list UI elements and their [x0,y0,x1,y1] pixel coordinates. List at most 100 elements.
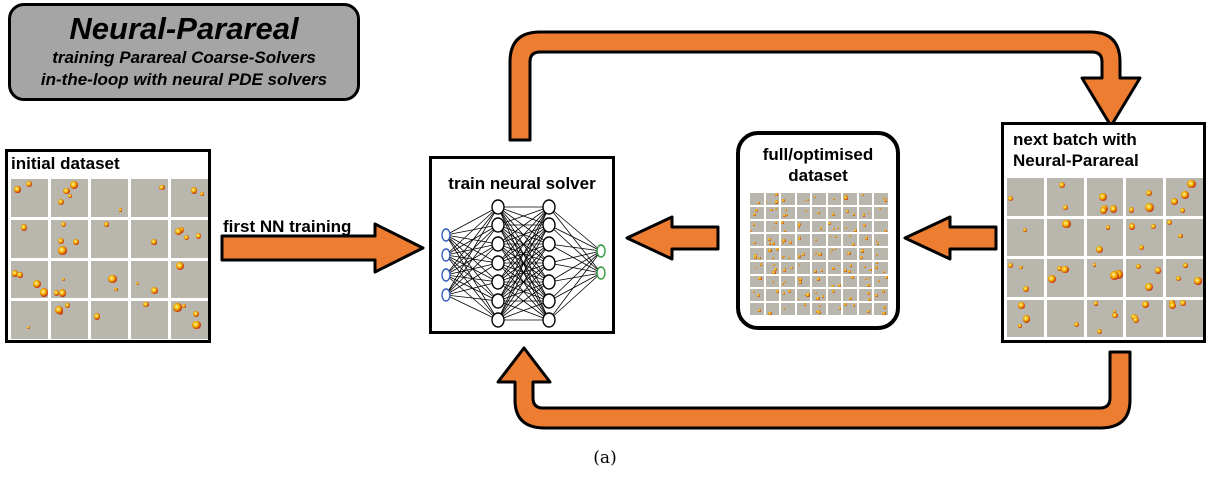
sample-blob [1095,245,1104,254]
sample-cell [750,193,764,205]
sample-blob [835,235,837,238]
sample-blob [53,290,60,297]
sample-blob [1145,189,1152,197]
sample-cell [1126,218,1164,256]
sample-blob [93,313,101,321]
sample-blob [774,200,779,204]
nn-connection [497,206,550,226]
sample-blob [786,213,788,216]
nn-connection [548,224,602,252]
sample-cell [781,234,795,247]
sample-cell [11,179,48,217]
sample-blob [151,239,157,245]
sample-blob [754,256,758,260]
nn-connection [548,262,602,274]
nn-connection [445,254,499,302]
bottom-loop-arrow [496,346,1132,430]
sample-cell [1166,218,1203,256]
nn-hidden-neuron [491,217,505,233]
sample-cell [812,289,826,302]
sample-blob [63,187,70,195]
sample-blob [39,288,48,297]
sample-cell [796,289,811,302]
full-dataset-title-line-2: dataset [788,166,848,185]
nn-connection [445,274,499,302]
sample-cell [827,206,842,219]
nn-connection [445,254,499,264]
sample-blob [1047,275,1056,284]
sample-cell [171,260,208,299]
sample-cell [843,289,857,302]
sample-blob [1112,312,1118,319]
nn-hidden-neuron [491,312,505,328]
sample-blob [755,209,758,213]
sample-cell [51,301,88,339]
sample-blob [118,208,123,212]
sample-blob [821,295,825,298]
sample-blob [797,222,801,226]
sample-blob [784,267,787,269]
first-training-arrow [220,222,425,274]
nn-connection [497,206,550,245]
sample-blob [192,311,199,318]
sample-blob [1138,245,1144,251]
sample-blob [875,240,878,242]
sample-blob [829,235,832,237]
sample-blob [1142,301,1149,308]
sample-blob [768,241,772,245]
sample-blob [884,229,887,232]
sample-blob [848,297,852,301]
sample-blob [818,252,822,257]
sample-cell [1126,299,1164,337]
sample-blob [832,267,836,271]
sample-blob [850,264,853,267]
nn-connection [445,274,499,283]
neural-network-graphic [441,199,606,328]
sample-blob [813,196,816,199]
sample-blob [61,222,67,228]
sample-blob [1100,207,1108,215]
nn-connection [497,206,550,264]
train-solver-panel: train neural solver [429,156,615,334]
sample-cell [812,206,826,219]
sample-cell [11,301,48,339]
sample-blob [114,287,119,292]
sample-cell [812,275,826,288]
nn-hidden-neuron [491,255,505,271]
sample-cell [796,220,811,233]
sample-blob [817,211,820,215]
sample-blob [816,296,820,300]
figure-caption: (a) [593,448,617,468]
nn-connection [548,250,602,302]
sample-blob [14,186,21,193]
nn-connection [548,272,602,283]
sample-cell [843,261,857,274]
sample-blob [844,303,848,307]
sample-cell [843,275,857,288]
sample-blob [752,212,756,216]
sample-blob [874,266,878,270]
train-solver-title: train neural solver [448,174,596,193]
nn-input-neuron [441,268,451,282]
nn-hidden-neuron [542,217,556,233]
sample-cell [750,289,764,302]
sample-cell [812,193,826,205]
sample-blob [174,227,183,236]
sample-blob [806,198,810,201]
nn-hidden-neuron [542,293,556,309]
sample-cell [765,275,780,288]
nn-connection [445,206,499,296]
sample-cell [843,193,857,205]
sample-blob [781,282,784,285]
sample-blob [815,238,818,241]
sample-cell [91,219,128,258]
sample-blob [815,252,818,254]
nn-input-neuron [441,248,451,262]
sample-cell [858,206,873,219]
sample-blob [844,196,848,200]
sample-cell [765,234,780,247]
sample-blob [799,281,802,284]
next-batch-grid [1007,178,1203,337]
sample-blob [837,226,840,229]
